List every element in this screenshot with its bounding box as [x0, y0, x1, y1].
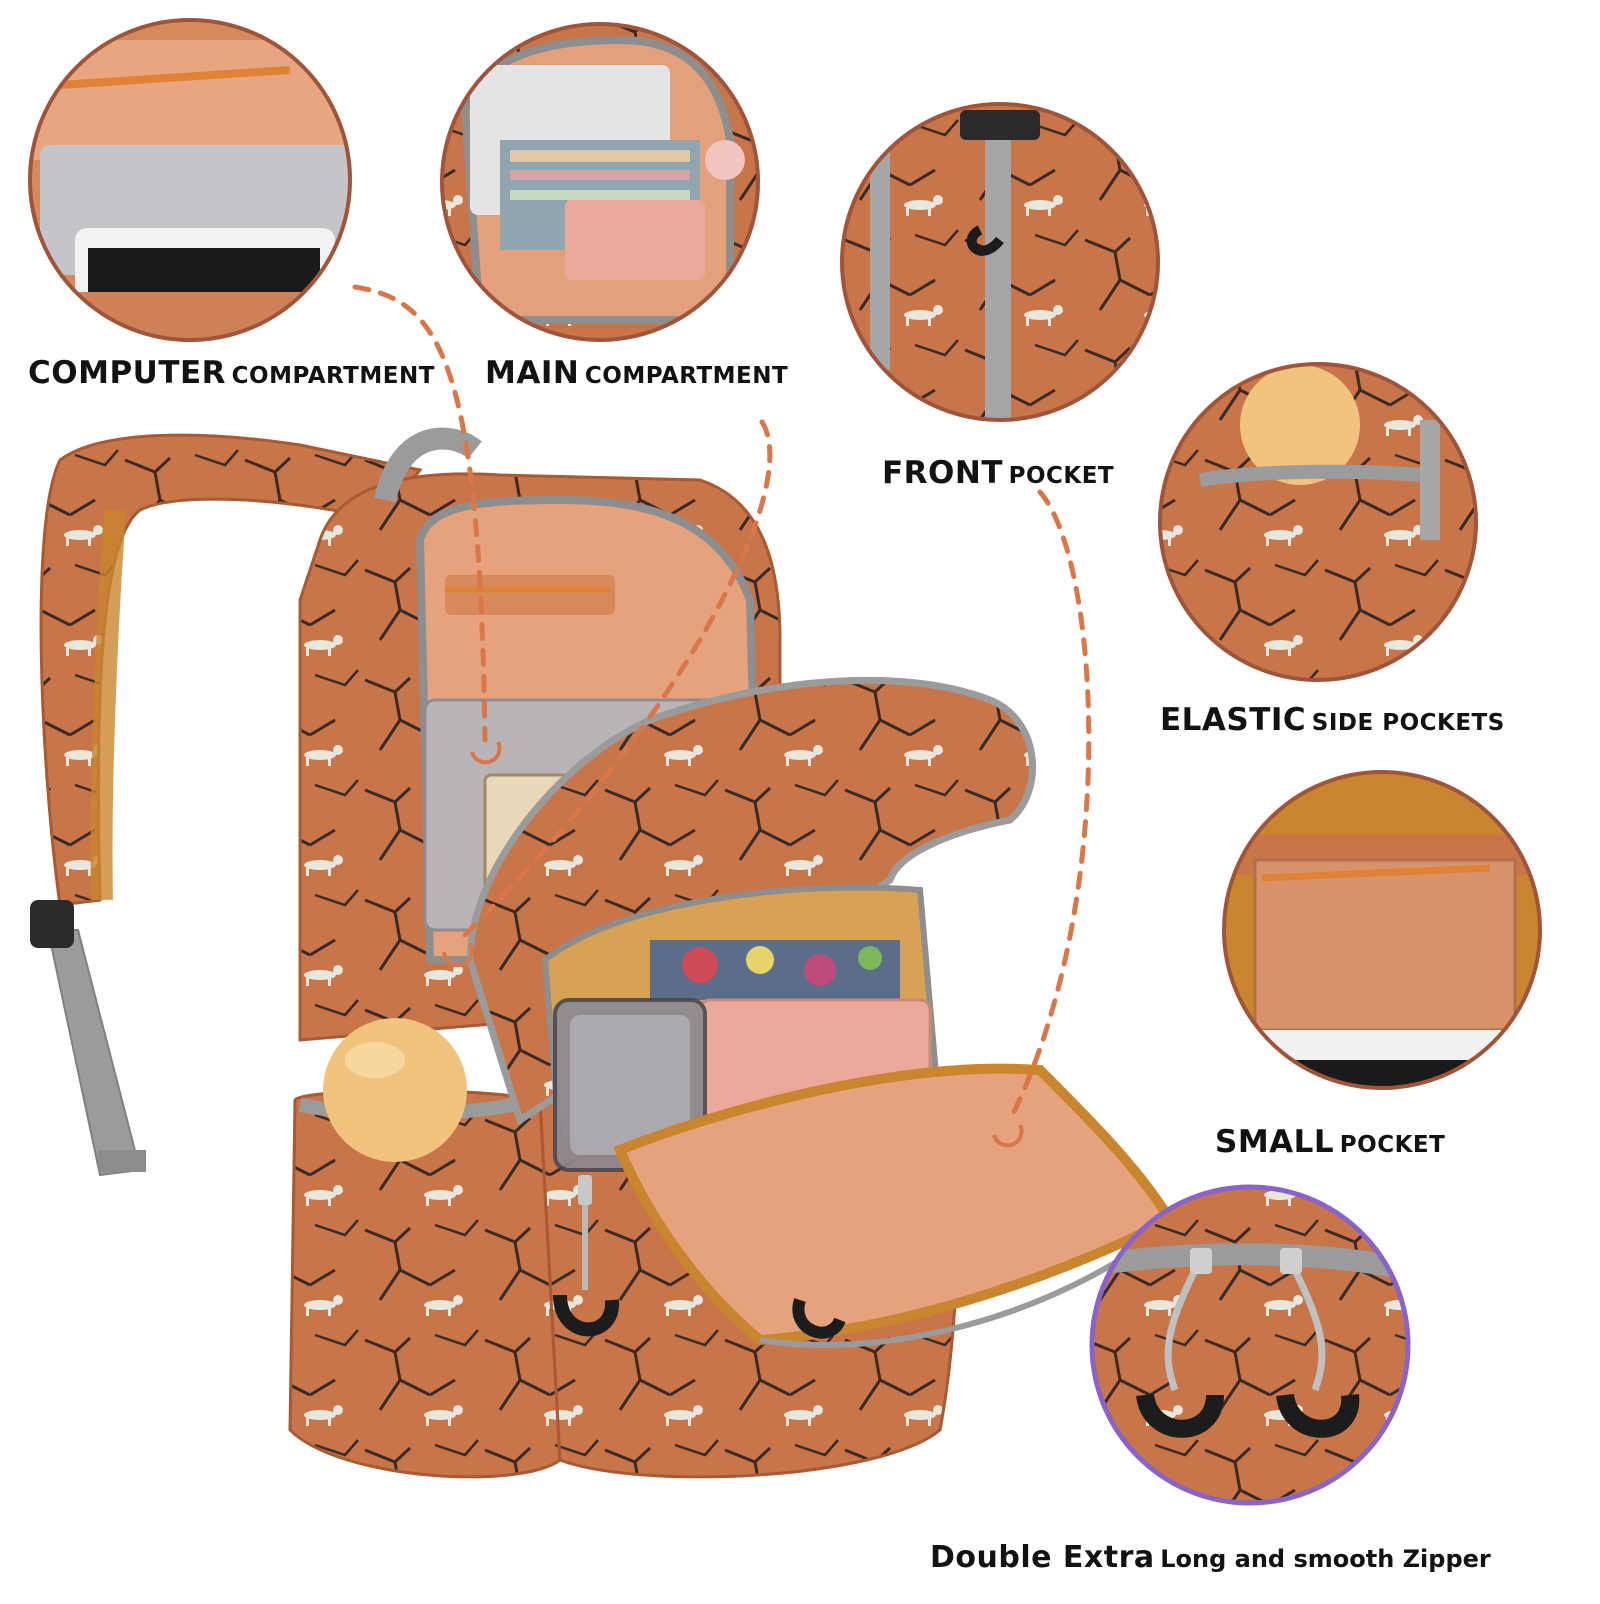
label-elastic-side-pockets: ELASTIC SIDE POCKETS [1160, 702, 1505, 738]
label-rest: POCKET [1008, 463, 1115, 489]
detail-elastic-side-pockets [1158, 362, 1478, 682]
label-rest: Long and smooth Zipper [1160, 1545, 1491, 1573]
detail-double-zipper [1089, 1184, 1411, 1506]
ball [323, 1018, 467, 1162]
label-strong: Double Extra [930, 1540, 1155, 1575]
label-front-pocket: FRONT POCKET [882, 455, 1114, 491]
label-rest: COMPARTMENT [584, 363, 789, 389]
label-double-zipper: Double Extra Long and smooth Zipper [930, 1540, 1491, 1575]
label-rest: POCKET [1339, 1132, 1446, 1158]
detail-small-pocket [1222, 770, 1542, 1090]
label-strong: SMALL [1215, 1124, 1335, 1160]
callout-lines [352, 284, 1092, 1123]
label-small-pocket: SMALL POCKET [1215, 1124, 1445, 1160]
label-rest: SIDE POCKETS [1311, 710, 1505, 736]
webbing-strap [46, 929, 142, 1177]
label-computer-compartment: COMPUTER COMPARTMENT [28, 355, 435, 391]
label-rest: COMPARTMENT [231, 363, 435, 389]
label-strong: COMPUTER [28, 355, 227, 391]
callout-end-rings [442, 741, 1024, 1148]
label-strong: FRONT [882, 455, 1003, 491]
backpack [30, 427, 1178, 1479]
label-strong: ELASTIC [1160, 702, 1307, 738]
detail-main-compartment [440, 22, 760, 342]
detail-front-pocket [840, 102, 1160, 422]
label-strong: MAIN [485, 355, 580, 391]
label-main-compartment: MAIN COMPARTMENT [485, 355, 788, 391]
zipper-pull [553, 1175, 620, 1337]
detail-computer-compartment [28, 18, 352, 342]
